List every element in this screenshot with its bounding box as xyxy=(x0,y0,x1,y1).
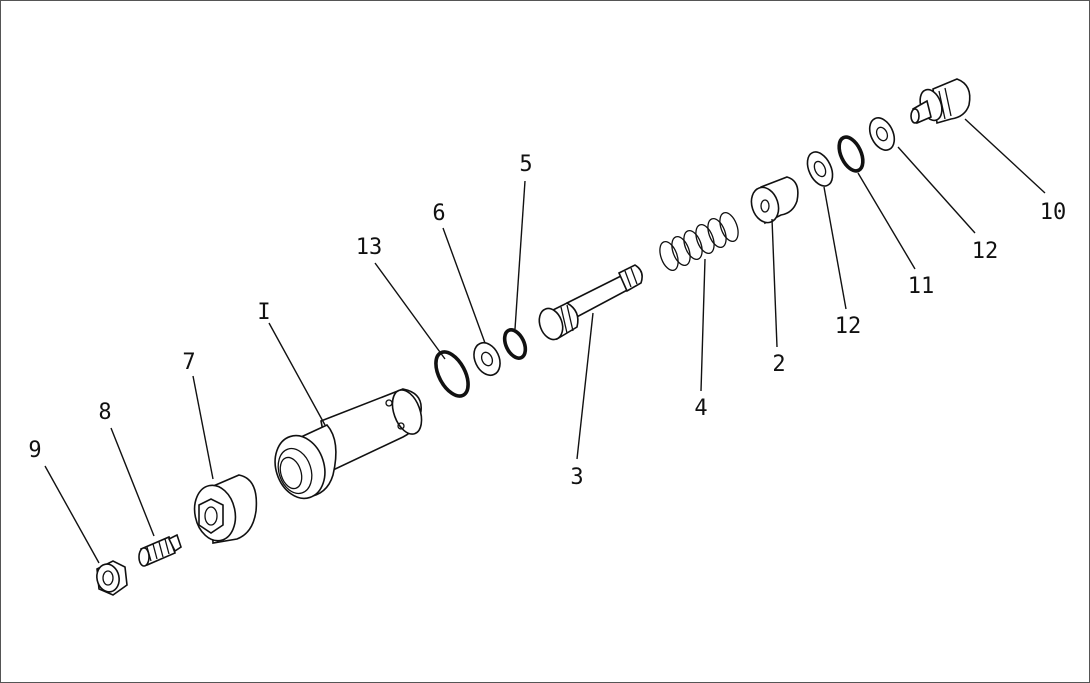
part-6-washer xyxy=(473,341,501,377)
part-7-cap xyxy=(193,474,258,544)
callout-12-upper: 12 xyxy=(972,239,999,264)
part-12-washer-upper xyxy=(868,117,896,151)
part-1-body xyxy=(274,388,423,500)
part-2-piston xyxy=(750,176,799,225)
part-3-spool xyxy=(538,264,643,341)
callout-6: 6 xyxy=(432,201,445,226)
callout-2: 2 xyxy=(772,352,785,377)
callout-labels: 9 8 7 I 13 6 5 3 4 2 12 11 12 10 xyxy=(28,152,1066,490)
part-5-o-ring xyxy=(502,328,528,360)
callout-12-lower: 12 xyxy=(835,314,862,339)
part-11-o-ring xyxy=(837,135,865,173)
callout-7: 7 xyxy=(182,350,195,375)
callout-11: 11 xyxy=(908,274,935,299)
callout-5: 5 xyxy=(519,152,532,177)
part-4-spring xyxy=(659,211,739,272)
part-13-o-ring xyxy=(434,350,470,398)
part-12-washer-lower xyxy=(806,151,834,187)
callout-10: 10 xyxy=(1040,200,1067,225)
callout-3: 3 xyxy=(570,465,583,490)
callout-9: 9 xyxy=(28,438,41,463)
callout-4: 4 xyxy=(694,396,707,421)
part-9-nut xyxy=(96,560,128,596)
callout-13: 13 xyxy=(356,235,383,260)
callout-1: I xyxy=(257,300,270,325)
part-10-plug xyxy=(910,78,971,125)
leader-lines xyxy=(44,118,1046,564)
callout-8: 8 xyxy=(98,400,111,425)
part-8-screw xyxy=(138,533,182,567)
